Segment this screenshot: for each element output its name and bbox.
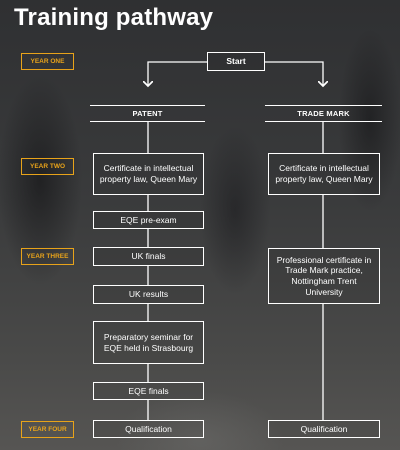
page-title: Training pathway [14, 4, 214, 31]
year-two-label: YEAR TWO [21, 158, 74, 175]
start-to-trademark-arrow [265, 61, 323, 86]
patent-step-preparatory-seminar: Preparatory seminar for EQE held in Stra… [93, 321, 204, 364]
patent-step-certificate: Certificate in intellectual property law… [93, 153, 204, 195]
trademark-step-professional-certificate: Professional certificate in Trade Mark p… [268, 248, 380, 304]
trademark-step-certificate: Certificate in intellectual property law… [268, 153, 380, 195]
trademark-step-qualification: Qualification [268, 420, 380, 438]
patent-step-eqe-pre-exam: EQE pre-exam [93, 211, 204, 229]
year-four-label: YEAR FOUR [21, 421, 74, 438]
patent-step-eqe-finals: EQE finals [93, 382, 204, 400]
year-three-label: YEAR THREE [21, 248, 74, 265]
patent-step-qualification: Qualification [93, 420, 204, 438]
patent-step-uk-finals: UK finals [93, 247, 204, 266]
year-one-label: YEAR ONE [21, 53, 74, 70]
start-node: Start [207, 52, 265, 71]
patent-step-uk-results: UK results [93, 285, 204, 304]
patent-heading: PATENT [90, 105, 205, 122]
start-to-patent-arrow [148, 61, 207, 86]
trademark-heading: TRADE MARK [265, 105, 382, 122]
